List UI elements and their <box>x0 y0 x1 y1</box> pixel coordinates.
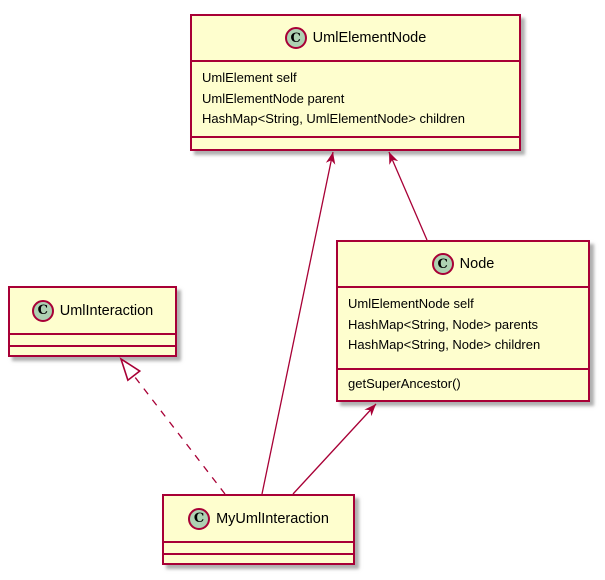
relation-node-to-umlelementnode-arrow <box>388 151 428 241</box>
method: getSuperAncestor() <box>348 376 461 391</box>
fields-section <box>10 333 175 345</box>
class-name: UmlInteraction <box>59 302 154 319</box>
fields-section: UmlElement self UmlElementNode parent Ha… <box>192 60 519 136</box>
methods-section <box>192 136 519 149</box>
methods-section <box>10 345 175 355</box>
field: UmlElement self <box>202 70 297 85</box>
class-stereotype-icon: C <box>284 27 307 49</box>
class-name: MyUmlInteraction <box>216 510 329 527</box>
methods-section <box>164 553 353 563</box>
field: HashMap<String, Node> parents <box>348 316 539 332</box>
class-box-umlelementnode: C UmlElementNode UmlElement self UmlElem… <box>190 14 521 151</box>
class-box-myumlinteraction: C MyUmlInteraction <box>162 494 355 565</box>
field: UmlElementNode self <box>348 296 474 311</box>
class-stereotype-icon: C <box>188 507 211 530</box>
class-name: Node <box>459 256 495 272</box>
class-header: C UmlElementNode <box>192 16 519 60</box>
class-header: C Node <box>338 242 588 286</box>
methods-section: getSuperAncestor() <box>338 368 588 400</box>
relation-myumlinteraction-to-node-arrow <box>292 403 377 495</box>
class-header: C UmlInteraction <box>10 288 175 333</box>
fields-section <box>164 541 353 553</box>
class-name: UmlElementNode <box>312 30 427 46</box>
class-stereotype-icon: C <box>431 253 454 275</box>
class-stereotype-icon: C <box>31 299 54 322</box>
field: HashMap<String, Node> children <box>348 337 541 352</box>
field: UmlElementNode parent <box>202 90 345 106</box>
relation-myumlinteraction-realizes-umlinteraction <box>119 357 226 495</box>
relation-myumlinteraction-to-umlelementnode-arrow <box>261 151 336 495</box>
class-header: C MyUmlInteraction <box>164 496 353 541</box>
class-box-node: C Node UmlElementNode self HashMap<Strin… <box>336 240 590 402</box>
field: HashMap<String, UmlElementNode> children <box>202 111 466 126</box>
fields-section: UmlElementNode self HashMap<String, Node… <box>338 286 588 368</box>
class-box-umlinteraction: C UmlInteraction <box>8 286 177 357</box>
